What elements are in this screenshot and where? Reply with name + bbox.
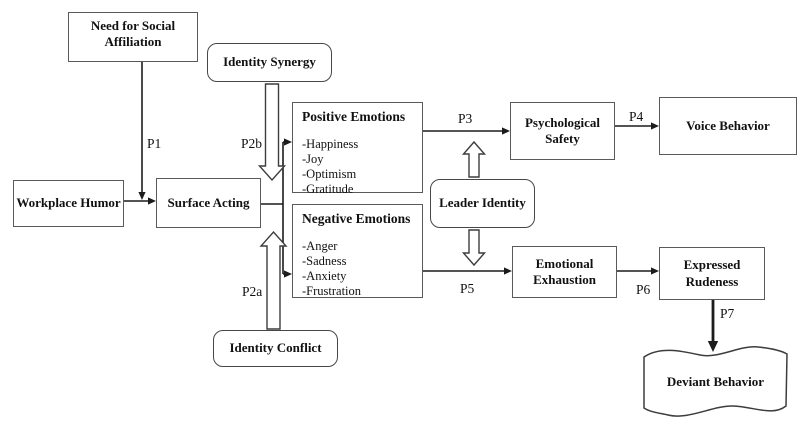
identity-conflict-label: Identity Conflict bbox=[229, 340, 322, 356]
arrowhead-p3 bbox=[502, 127, 510, 135]
label-p5: P5 bbox=[460, 281, 475, 296]
expressed-rudeness-label: Expressed Rudeness bbox=[683, 257, 741, 289]
arrowhead-p7 bbox=[707, 341, 719, 352]
arrowhead-p6 bbox=[651, 267, 659, 275]
negative-emotion-item: -Anxiety bbox=[302, 268, 347, 283]
negative-emotion-item: -Frustration bbox=[302, 283, 362, 298]
workplace-humor-box: Workplace Humor bbox=[13, 180, 124, 227]
negative-emotion-item: -Sadness bbox=[302, 253, 347, 268]
deviant-behavior-text: Deviant Behavior bbox=[666, 374, 765, 389]
label-p2b: P2b bbox=[241, 136, 263, 151]
leader-identity-label: Leader Identity bbox=[439, 195, 526, 211]
deviant-behavior-shape bbox=[643, 346, 788, 417]
voice-behavior-label: Voice Behavior bbox=[686, 117, 770, 133]
hollow-arrow-p2b bbox=[257, 83, 287, 182]
workplace-humor-label: Workplace Humor bbox=[16, 195, 121, 211]
label-p3: P3 bbox=[458, 111, 473, 126]
expressed-rudeness-box: Expressed Rudeness bbox=[659, 247, 765, 300]
label-p6: P6 bbox=[636, 282, 651, 297]
label-p7: P7 bbox=[720, 306, 735, 321]
label-p2a: P2a bbox=[242, 284, 263, 299]
identity-conflict-box: Identity Conflict bbox=[213, 330, 338, 367]
voice-behavior-box: Voice Behavior bbox=[659, 97, 797, 155]
need-social-affiliation-label: Need for Social Affiliation bbox=[90, 18, 176, 50]
arrow-surface-branch bbox=[261, 141, 286, 275]
psychological-safety-label: Psychological Safety bbox=[524, 114, 601, 146]
identity-synergy-label: Identity Synergy bbox=[223, 54, 316, 70]
psychological-safety-box: Psychological Safety bbox=[510, 102, 615, 160]
positive-emotion-item: -Gratitude bbox=[302, 181, 354, 196]
arrowhead-p4 bbox=[651, 122, 659, 130]
identity-synergy-box: Identity Synergy bbox=[207, 43, 332, 82]
positive-emotions-box: Positive Emotions -Happiness -Joy -Optim… bbox=[292, 102, 423, 196]
deviant-behavior-label: Deviant Behavior bbox=[644, 352, 787, 412]
positive-emotions-title: Positive Emotions bbox=[302, 109, 406, 124]
hollow-arrow-leader-up bbox=[461, 140, 487, 178]
positive-emotion-item: -Happiness bbox=[302, 136, 359, 151]
need-social-affiliation-box: Need for Social Affiliation bbox=[68, 12, 198, 62]
surface-acting-label: Surface Acting bbox=[167, 194, 250, 210]
arrowhead-p5 bbox=[504, 267, 512, 275]
negative-emotions-box: Negative Emotions -Anger -Sadness -Anxie… bbox=[292, 204, 423, 298]
label-p4: P4 bbox=[629, 109, 644, 124]
positive-emotion-item: -Optimism bbox=[302, 166, 357, 181]
hollow-arrow-leader-down bbox=[461, 229, 487, 267]
emotional-exhaustion-box: Emotional Exhaustion bbox=[512, 246, 617, 298]
surface-acting-box: Surface Acting bbox=[156, 178, 261, 228]
negative-emotion-item: -Anger bbox=[302, 238, 338, 253]
label-p1: P1 bbox=[147, 136, 162, 151]
emotional-exhaustion-label: Emotional Exhaustion bbox=[533, 255, 596, 287]
arrowhead-into-surface bbox=[148, 197, 156, 205]
arrowhead-p1 bbox=[138, 192, 146, 200]
arrowhead-into-positive bbox=[284, 138, 292, 146]
negative-emotions-title: Negative Emotions bbox=[302, 211, 411, 226]
positive-emotion-item: -Joy bbox=[302, 151, 324, 166]
leader-identity-box: Leader Identity bbox=[430, 179, 535, 228]
hollow-arrow-p2a bbox=[259, 230, 288, 330]
arrowhead-into-negative bbox=[284, 270, 292, 278]
